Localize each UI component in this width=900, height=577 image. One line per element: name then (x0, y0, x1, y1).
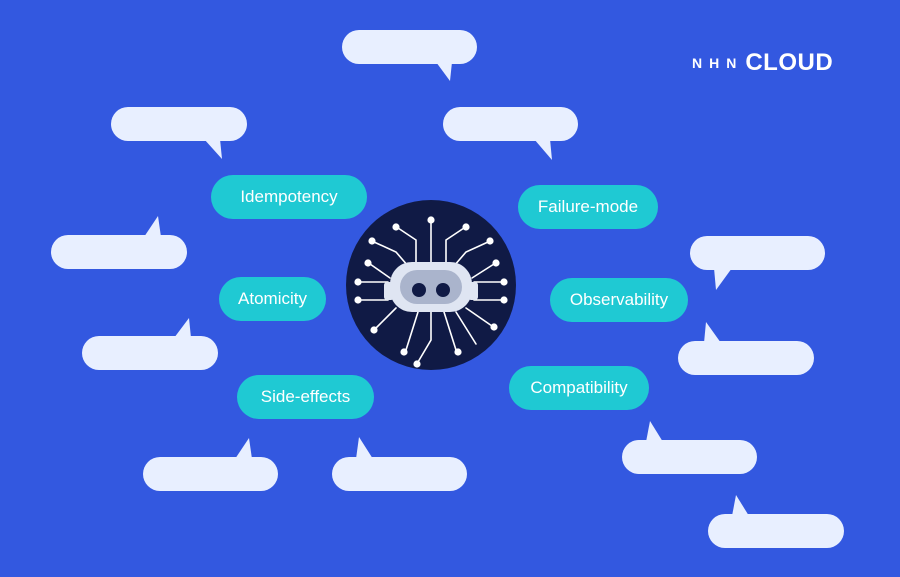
speech-bubble-icon (678, 322, 814, 375)
speech-bubble-icon (111, 107, 247, 159)
speech-bubble-icon (82, 318, 218, 370)
speech-bubble-icon (342, 30, 477, 81)
speech-bubble-icon (51, 216, 187, 269)
speech-bubble-icon (332, 437, 467, 491)
chip-side-effects: Side-effects (237, 375, 374, 419)
logo-name: CLOUD (745, 49, 834, 76)
chip-atomicity: Atomicity (219, 277, 326, 321)
logo-prefix: NHN (692, 55, 744, 71)
speech-bubble-icon (443, 107, 578, 160)
speech-bubble-icon (143, 438, 278, 491)
speech-bubble-icon (622, 421, 757, 474)
chip-compatibility: Compatibility (509, 366, 649, 410)
speech-bubble-icon (708, 495, 844, 548)
chip-idempotency: Idempotency (211, 175, 367, 219)
chip-observability: Observability (550, 278, 688, 322)
chip-failure-mode: Failure-mode (518, 185, 658, 229)
nhn-cloud-logo: NHN CLOUD (692, 48, 833, 78)
speech-bubble-icon (690, 236, 825, 290)
robot-circuit-icon (346, 200, 516, 370)
